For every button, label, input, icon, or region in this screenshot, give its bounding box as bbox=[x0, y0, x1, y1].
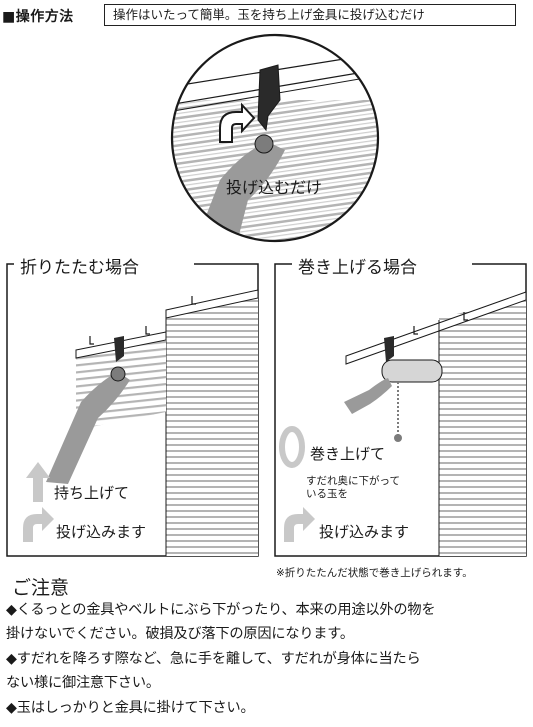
roll-note-line2: いる玉を bbox=[306, 488, 348, 500]
roll-step2-label: 投げ込みます bbox=[319, 523, 409, 541]
hook-bracket-icon bbox=[257, 64, 281, 132]
circle-caption: 投げ込むだけ bbox=[226, 178, 322, 197]
fold-panel-title: 折りたたむ場合 bbox=[20, 258, 139, 278]
fold-step2-label: 投げ込みます bbox=[56, 523, 146, 541]
curved-arrow-icon bbox=[219, 102, 256, 143]
hand-icon bbox=[46, 372, 130, 484]
throw-in-illustration: 投げ込むだけ bbox=[170, 33, 380, 243]
footnote: ※折りたたんだ状態で巻き上げられます。 bbox=[276, 567, 473, 579]
caution-line: ◆くるっとの金具やベルトにぶら下がったり、本来の用途以外の物を bbox=[6, 602, 436, 618]
caution-title: ご注意 bbox=[12, 577, 70, 599]
roll-step1-label: 巻き上げて bbox=[310, 445, 385, 463]
fold-step1-label: 持ち上げて bbox=[54, 484, 129, 502]
curved-arrow-icon bbox=[23, 507, 54, 542]
hand-icon bbox=[344, 378, 392, 414]
section-title: ■操作方法 bbox=[2, 9, 74, 25]
caution-line: ◆すだれを降ろす際など、急に手を離して、すだれが身体に当たら bbox=[6, 651, 421, 667]
instruction-box: 操作はいたって簡単。玉を持ち上げ金具に投げ込むだけ bbox=[104, 4, 516, 26]
caution-line: ない様に御注意下さい。 bbox=[6, 675, 160, 691]
rotate-arrow-icon bbox=[279, 426, 305, 468]
ball-icon bbox=[254, 134, 274, 154]
ball-icon bbox=[394, 434, 402, 442]
caution-line: 掛けないでください。破損及び落下の原因になります。 bbox=[6, 626, 354, 642]
curved-arrow-icon bbox=[284, 507, 315, 542]
instruction-text: 操作はいたって簡単。玉を持ち上げ金具に投げ込むだけ bbox=[113, 7, 425, 22]
roll-panel-title: 巻き上げる場合 bbox=[298, 258, 417, 278]
fold-panel: 折りたたむ場合 持ち上げて 投げ込みます bbox=[6, 252, 259, 557]
roll-note-line1: すだれ奥に下がって bbox=[306, 474, 400, 487]
roll-panel: 巻き上げる場合 巻き上げて すだれ奥に下がって いる玉を 投げ込みます bbox=[274, 252, 527, 557]
caution-line: ◆玉はしっかりと金具に掛けて下さい。 bbox=[6, 700, 255, 716]
up-arrow-icon bbox=[26, 462, 50, 502]
